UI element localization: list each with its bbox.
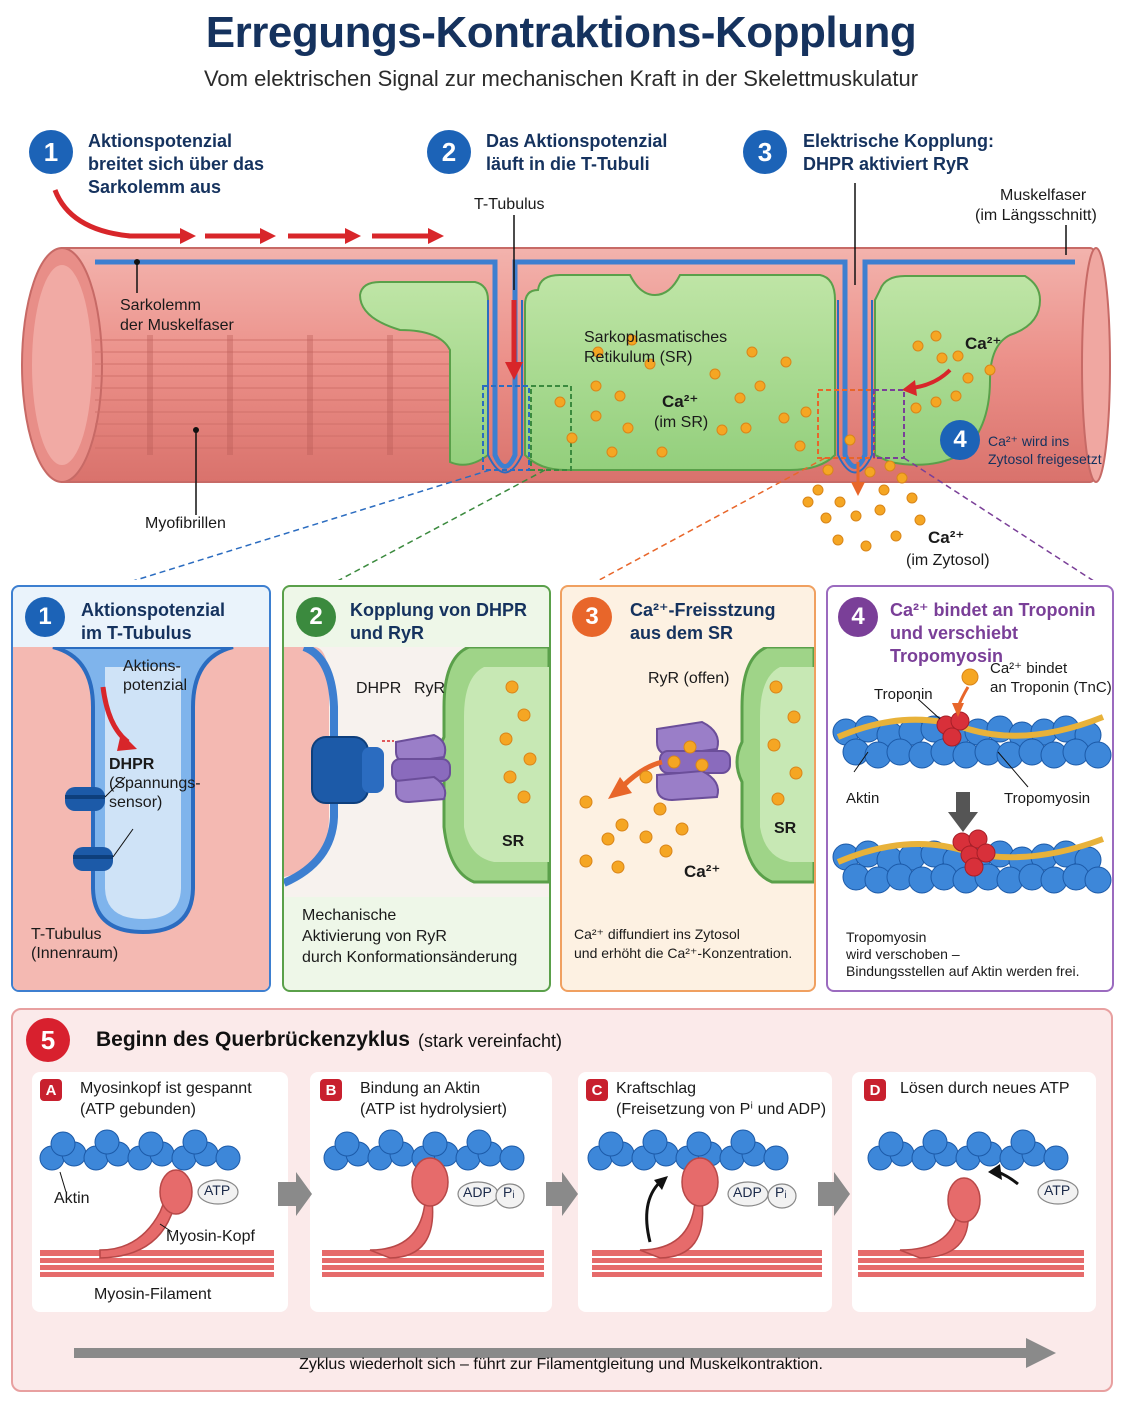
cycle-step-d-text: Lösen durch neues ATP bbox=[900, 1080, 1070, 1097]
step-3-badge: 3 bbox=[743, 130, 787, 174]
panel-3-sr-label: SR bbox=[774, 820, 797, 837]
ca-right-label: Ca²⁺ bbox=[965, 334, 1002, 353]
adp-label-c: ADP bbox=[733, 1184, 762, 1200]
cycle-letter-b: B bbox=[320, 1079, 342, 1101]
pi-label-b: Pᵢ bbox=[503, 1184, 515, 1200]
panel-2-dhpr-label: DHPR bbox=[356, 680, 402, 697]
cycle-badge: 5 bbox=[26, 1018, 70, 1062]
panel-1-dhpr-label: DHPR(Spannungs-sensor) bbox=[109, 756, 201, 811]
panel-3-ryr-label: RyR (offen) bbox=[648, 670, 730, 687]
panel-3-ca-label: Ca²⁺ bbox=[684, 862, 721, 881]
dhpr-ryr-illustration bbox=[284, 647, 549, 897]
ryr-open-illustration bbox=[579, 647, 814, 884]
laengsschnitt-label: (im Längsschnitt) bbox=[975, 207, 1097, 224]
panel-1-ap-label: Aktions-potenzial bbox=[123, 658, 188, 694]
muscle-fiber-diagram bbox=[21, 183, 1111, 580]
panel-1-tubulus-label: T-Tubulus(Innenraum) bbox=[31, 926, 119, 962]
panel-4-troponin-label: Troponin bbox=[874, 686, 933, 703]
panel-4-badge: 4 bbox=[838, 597, 878, 637]
step-3-text: Elektrische Kopplung:DHPR aktiviert RyR bbox=[803, 131, 995, 174]
atp-label-d: ATP bbox=[1044, 1182, 1071, 1198]
cycle-letter-a: A bbox=[40, 1079, 62, 1101]
cycle-letter-d: D bbox=[864, 1079, 886, 1101]
adp-label-b: ADP bbox=[463, 1184, 492, 1200]
cycle-step-b-text: Bindung an Aktin(ATP ist hydrolysiert) bbox=[360, 1080, 507, 1118]
cycle-step-c-text: Kraftschlag(Freisetzung von Pⁱ und ADP) bbox=[616, 1080, 827, 1118]
cycle-illustration bbox=[39, 1129, 1084, 1368]
pi-label-c: Pᵢ bbox=[775, 1184, 787, 1200]
cycle-aktin-label: Aktin bbox=[54, 1190, 90, 1207]
ca-zytosol-label: Ca²⁺ bbox=[928, 528, 965, 547]
cycle-myosin-filament-label: Myosin-Filament bbox=[94, 1286, 212, 1303]
step-2-badge: 2 bbox=[427, 130, 471, 174]
cycle-title: Beginn des Querbrückenzyklus bbox=[96, 1028, 410, 1051]
troponin-illustration bbox=[832, 668, 1112, 894]
cycle-letter-c: C bbox=[586, 1079, 608, 1101]
panel-2-ryr-label: RyR bbox=[414, 680, 446, 697]
t-tubulus-label: T-Tubulus bbox=[474, 196, 545, 213]
panel-4-tropomyosin-label: Tropomyosin bbox=[1004, 790, 1091, 807]
panel-4-aktin-label: Aktin bbox=[846, 790, 880, 807]
step-1-badge: 1 bbox=[29, 130, 73, 174]
cycle-myosin-kopf-label: Myosin-Kopf bbox=[166, 1228, 255, 1245]
page-title: Erregungs-Kontraktions-Kopplung bbox=[205, 8, 917, 57]
panel-2-badge: 2 bbox=[296, 597, 336, 637]
muskelfaser-label: Muskelfaser bbox=[1000, 187, 1087, 204]
panel-3-badge: 3 bbox=[572, 597, 612, 637]
page-subtitle: Vom elektrischen Signal zur mechanischen… bbox=[203, 66, 919, 91]
cycle-title-note: (stark vereinfacht) bbox=[418, 1031, 563, 1051]
panel-2-sr-label: SR bbox=[502, 833, 525, 850]
ca-zytosol-sub-label: (im Zytosol) bbox=[906, 552, 990, 569]
cycle-footer: Zyklus wiederholt sich – führt zur Filam… bbox=[299, 1356, 823, 1373]
cycle-step-a-text: Myosinkopf ist gespannt(ATP gebunden) bbox=[80, 1080, 252, 1118]
ca-sr-label: Ca²⁺ bbox=[662, 392, 699, 411]
ca-sr-sub-label: (im SR) bbox=[654, 414, 709, 431]
atp-label-a: ATP bbox=[204, 1182, 231, 1198]
panel-1-badge: 1 bbox=[25, 597, 65, 637]
t-tubulus-illustration bbox=[13, 647, 269, 990]
myofibrillen-label: Myofibrillen bbox=[145, 515, 226, 532]
step-4-badge: 4 bbox=[953, 426, 967, 453]
